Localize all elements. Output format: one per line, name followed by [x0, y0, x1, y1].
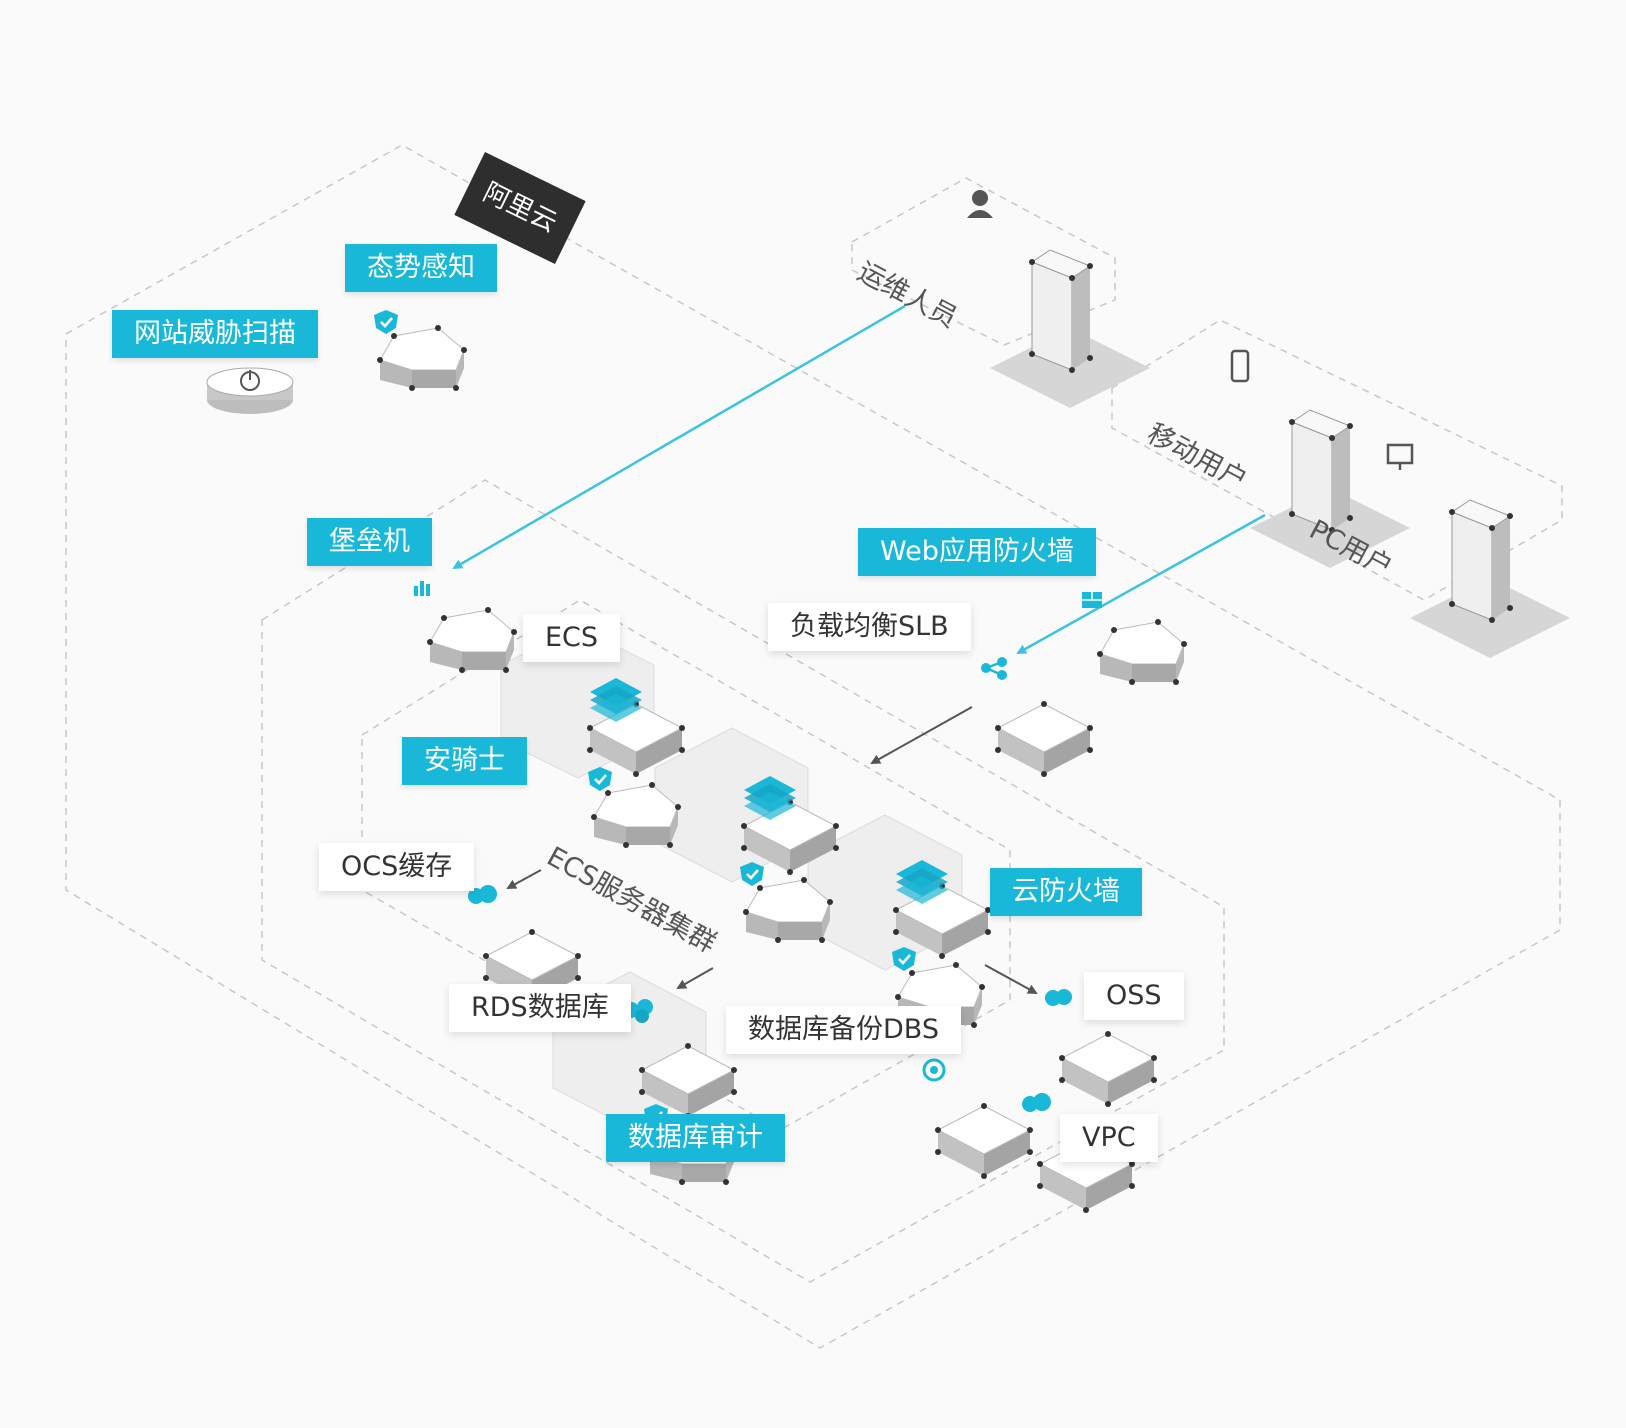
monitor-icon	[1386, 443, 1414, 470]
oss-label: OSS	[1084, 972, 1184, 1020]
user-icon	[967, 190, 993, 218]
bastion-device	[414, 581, 518, 674]
webscan-label: 网站威胁扫描	[112, 310, 318, 358]
cloud-icon	[468, 885, 497, 904]
vpc-label: VPC	[1060, 1114, 1158, 1162]
waf-device	[1082, 592, 1188, 686]
situation-label: 态势感知	[345, 244, 497, 292]
cloud-icon	[1022, 1093, 1051, 1112]
dbs-label: 数据库备份DBS	[726, 1006, 961, 1054]
arrow-pc-slb	[1016, 513, 1266, 655]
bastion-label: 堡垒机	[307, 518, 432, 566]
shield-icon	[738, 860, 766, 888]
ecs-label: ECS	[523, 614, 621, 662]
dbs-device	[922, 1058, 1034, 1180]
ocs-device	[468, 885, 582, 1006]
shield-icon	[890, 945, 918, 973]
cloudfw-label: 云防火墙	[990, 868, 1142, 916]
cloud-icon	[1045, 989, 1072, 1006]
situation-device	[372, 308, 468, 392]
ops-terminal	[967, 190, 1151, 409]
anqishi-label: 安骑士	[402, 737, 527, 785]
pc-terminal	[1386, 443, 1571, 659]
arrow-cluster-oss	[984, 964, 1038, 994]
phone-icon	[1230, 349, 1250, 383]
oss-device	[1045, 989, 1158, 1108]
dbaudit-label: 数据库审计	[606, 1114, 785, 1162]
arrow-slb-cluster	[870, 706, 973, 764]
mobile-terminal	[1230, 349, 1411, 569]
connections	[448, 304, 1266, 994]
arrow-cluster-ocs	[506, 869, 542, 889]
waf-label: Web应用防火墙	[858, 528, 1096, 576]
webscan-device	[206, 367, 294, 414]
vpc-device	[1022, 1093, 1136, 1214]
power-icon	[240, 370, 260, 391]
slb-label: 负载均衡SLB	[768, 603, 971, 651]
shield-icon	[372, 308, 400, 336]
share-icon	[981, 657, 1007, 680]
arrow-cluster-rds	[676, 967, 714, 989]
ocs-label: OCS缓存	[319, 843, 475, 891]
database-icon	[922, 1058, 946, 1082]
arrow-ops-bastion	[452, 304, 906, 570]
shield-icon	[586, 765, 614, 793]
chart-icon	[414, 581, 430, 596]
slb-device	[981, 657, 1094, 778]
cloud-boundary	[65, 144, 1563, 1349]
rds-label: RDS数据库	[449, 984, 631, 1032]
firewall-icon	[1082, 592, 1102, 608]
